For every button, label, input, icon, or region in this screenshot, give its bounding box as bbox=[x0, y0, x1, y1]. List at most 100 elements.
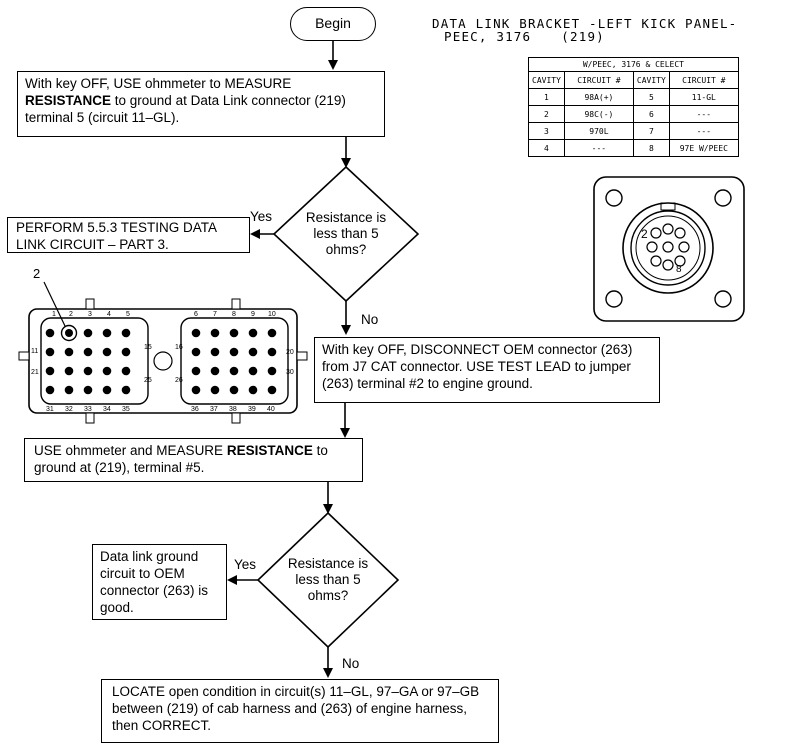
connector-pin bbox=[64, 347, 74, 357]
begin-terminator: Begin bbox=[290, 7, 376, 41]
table-cell: 11-GL bbox=[668, 88, 739, 106]
pin-label-37: 37 bbox=[210, 406, 218, 413]
pin-label-8: 8 bbox=[232, 311, 236, 318]
connector-pin bbox=[102, 347, 112, 357]
pin-label-15: 15 bbox=[144, 344, 152, 351]
connector-pin bbox=[121, 347, 131, 357]
table-header: CAVITY bbox=[632, 71, 670, 89]
pin-label-3: 3 bbox=[88, 311, 92, 318]
step3-bold: RESISTANCE bbox=[226, 443, 313, 458]
pin-label-7: 7 bbox=[213, 311, 217, 318]
connector-pin bbox=[191, 347, 201, 357]
step-measure-resistance-terminal-5: USE ohmmeter and MEASURE RESISTANCE to g… bbox=[24, 438, 363, 482]
step3-text: USE ohmmeter and MEASURE bbox=[34, 443, 227, 458]
connector-pin-mark-2: 2 bbox=[641, 227, 648, 241]
connector-pin bbox=[121, 366, 131, 376]
bracket-title-line2: PEEC, 3176 bbox=[444, 29, 532, 44]
step1-bold: RESISTANCE bbox=[25, 93, 112, 108]
connector-pin bbox=[102, 328, 112, 338]
pin-label-32: 32 bbox=[65, 406, 73, 413]
connector-pin bbox=[229, 347, 239, 357]
pin-label-21: 21 bbox=[31, 369, 39, 376]
connector-pin-mark-8: 8 bbox=[676, 264, 682, 275]
pin-label-5: 5 bbox=[126, 311, 130, 318]
connector-pin bbox=[64, 385, 74, 395]
step-locate-open-condition: LOCATE open condition in circuit(s) 11–G… bbox=[101, 679, 499, 743]
pin-label-16: 16 bbox=[175, 344, 183, 351]
step-measure-resistance-219: With key OFF, USE ohmmeter to MEASURE RE… bbox=[17, 71, 385, 137]
connector-pin bbox=[83, 328, 93, 338]
table-cell: 4 bbox=[528, 139, 565, 157]
table-cell: --- bbox=[563, 139, 634, 157]
connector-pin bbox=[45, 385, 55, 395]
pin-label-31: 31 bbox=[46, 406, 54, 413]
pin-label-38: 38 bbox=[229, 406, 237, 413]
connector-pin bbox=[210, 328, 220, 338]
table-row: 4 --- 8 97E W/PEEC bbox=[528, 139, 739, 157]
decision2-yes-label: Yes bbox=[234, 557, 257, 572]
connector-pin bbox=[267, 366, 277, 376]
table-cell: 2 bbox=[528, 105, 565, 123]
pin-label-11: 11 bbox=[31, 348, 38, 355]
connector-pin bbox=[267, 347, 277, 357]
connector-pin bbox=[45, 347, 55, 357]
connector-pin bbox=[83, 385, 93, 395]
connector-pin bbox=[191, 366, 201, 376]
pin-label-2: 2 bbox=[69, 311, 73, 318]
table-cell: 97E W/PEEC bbox=[668, 139, 739, 157]
connector-pin bbox=[248, 385, 258, 395]
connector-pin bbox=[64, 366, 74, 376]
connector-pin bbox=[83, 366, 93, 376]
table-header: CIRCUIT # bbox=[563, 71, 634, 89]
connector-pin bbox=[248, 366, 258, 376]
cavity-circuit-table: W/PEEC, 3176 & CELECT CAVITY CIRCUIT # C… bbox=[528, 57, 739, 157]
connector-pin bbox=[191, 328, 201, 338]
pin-label-6: 6 bbox=[194, 311, 198, 318]
table-cell: 98A(+) bbox=[563, 88, 634, 106]
connector-pin bbox=[210, 347, 220, 357]
step3-text-end: to ground at (219), terminal #5. bbox=[34, 443, 328, 475]
pin-label-33: 33 bbox=[84, 406, 92, 413]
pin-label-30: 30 bbox=[286, 369, 294, 376]
connector-pin bbox=[248, 328, 258, 338]
table-cell: --- bbox=[668, 122, 739, 140]
result-ground-circuit-good: Data link ground circuit to OEM connecto… bbox=[92, 544, 227, 620]
connector-pin bbox=[45, 366, 55, 376]
connector-pin bbox=[83, 347, 93, 357]
pin-label-10: 10 bbox=[268, 311, 276, 318]
connector-pin bbox=[248, 347, 258, 357]
connector-pin bbox=[102, 385, 112, 395]
oem-connector-drawing: 1 2 3 4 5 6 7 8 9 10 31 32 33 34 35 36 3… bbox=[18, 266, 308, 424]
table-cell: 6 bbox=[632, 105, 670, 123]
begin-label: Begin bbox=[315, 15, 351, 31]
table-cell: 7 bbox=[632, 122, 670, 140]
connector-pin bbox=[45, 328, 55, 338]
bracket-title-line1: DATA LINK BRACKET -LEFT KICK PANEL- bbox=[432, 16, 738, 31]
connector-pin bbox=[102, 366, 112, 376]
table-cell: 98C(-) bbox=[563, 105, 634, 123]
connector-pin bbox=[267, 385, 277, 395]
pin-label-39: 39 bbox=[248, 406, 256, 413]
step1-text: With key OFF, USE ohmmeter to MEASURE bbox=[25, 76, 292, 91]
pin-label-1: 1 bbox=[52, 311, 56, 318]
table-row: 3 970L 7 --- bbox=[528, 122, 739, 140]
table-header: CAVITY bbox=[528, 71, 565, 89]
pin-label-20: 20 bbox=[286, 349, 294, 356]
table-cell: 8 bbox=[632, 139, 670, 157]
pin-label-35: 35 bbox=[122, 406, 130, 413]
connector-pin bbox=[229, 385, 239, 395]
table-cell: 970L bbox=[563, 122, 634, 140]
bracket-title-ref: (219) bbox=[561, 29, 605, 44]
table-caption: W/PEEC, 3176 & CELECT bbox=[528, 57, 739, 72]
decision1-yes-label: Yes bbox=[250, 209, 273, 224]
connector-pin bbox=[191, 385, 201, 395]
bracket-title: DATA LINK BRACKET -LEFT KICK PANEL- PEEC… bbox=[432, 17, 737, 43]
decision2-text: Resistance is less than 5 ohms? bbox=[287, 556, 369, 603]
connector-pin bbox=[267, 328, 277, 338]
table-cell: --- bbox=[668, 105, 739, 123]
pin-label-34: 34 bbox=[103, 406, 111, 413]
step-perform-5-5-3: PERFORM 5.5.3 TESTING DATA LINK CIRCUIT … bbox=[7, 217, 250, 253]
pin-label-40: 40 bbox=[267, 406, 275, 413]
connector-pin bbox=[210, 385, 220, 395]
